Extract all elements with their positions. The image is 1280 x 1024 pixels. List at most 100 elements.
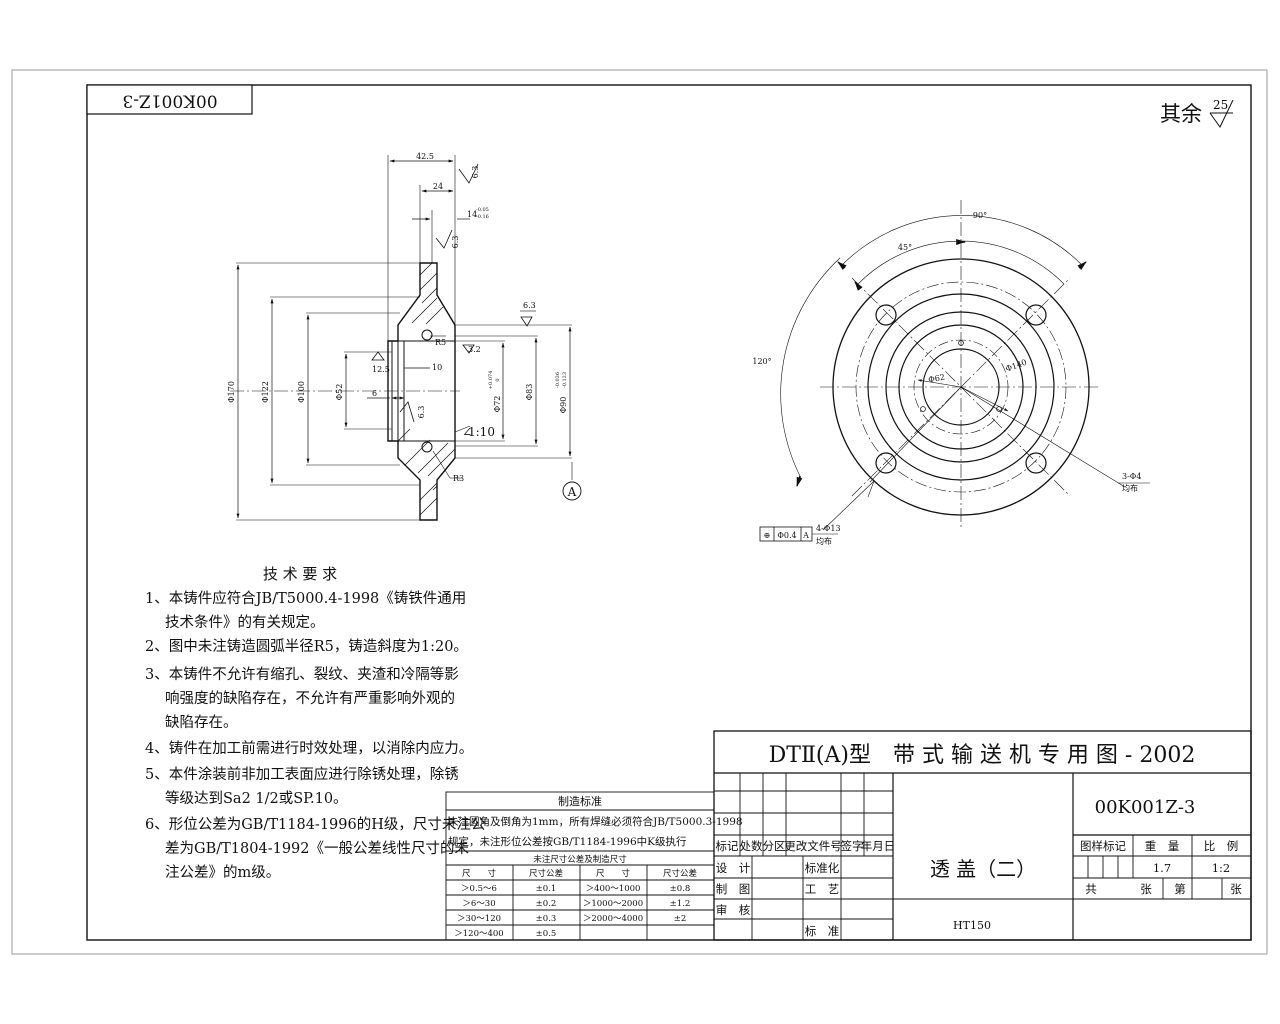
tech-line-12: 注公差》的m级。 <box>165 864 280 881</box>
dim-phi90-tol-lower: -0.123 <box>562 372 568 388</box>
title-drawing-no: 00K001Z-3 <box>1095 797 1196 818</box>
mfg-header-3: 尺 寸 <box>596 868 631 879</box>
roughness-3-2: 3.2 <box>468 345 481 354</box>
roughness-symbol <box>1209 99 1234 128</box>
role-standardization: 标准化 <box>805 861 840 875</box>
angle-90: 90° <box>973 211 987 220</box>
dim-phi140: Φ140 <box>1004 358 1028 374</box>
dim-phi90-tol-upper: -0.036 <box>555 372 561 388</box>
mfg-cell: ＞6～30 <box>462 899 495 909</box>
role-labels: 设 计 制 图 审 核 标准化 工 艺 标 准 <box>716 861 840 938</box>
sheet-no-label: 第 <box>1174 882 1186 896</box>
mfg-cell: ±2 <box>674 914 687 924</box>
section-view <box>230 155 582 521</box>
role-design: 设 计 <box>716 861 751 875</box>
section-label-a: A <box>567 485 577 499</box>
holes-3-label: 3-Φ4 <box>1122 472 1141 481</box>
info-scale: 1:2 <box>1212 861 1231 875</box>
dim-phi72-tol-lower: 0 <box>495 378 501 381</box>
dim-14-tol-upper: -0.05 <box>476 207 489 213</box>
plan-view <box>759 200 1150 542</box>
drawing-number-box: 00K001Z-3 <box>86 84 253 115</box>
roughness-12-5: 12.5 <box>372 365 390 374</box>
mfg-cell: ±1.2 <box>670 899 691 909</box>
position-tol-value: Φ0.4 <box>777 531 796 540</box>
tech-line-10: 6、形位公差为GB/T1184-1996的H级，尺寸未注公 <box>145 816 485 833</box>
dim-phi52: Φ52 <box>335 384 344 401</box>
mfg-line-1: 未注圆角及倒角为1mm，所有焊缝必须符合JB/T5000.3-1998 <box>448 815 743 828</box>
mfg-header-2: 尺寸公差 <box>529 868 563 879</box>
mfg-cell: ＞30～120 <box>457 914 501 924</box>
drawing-number-rotated: 00K001Z-3 <box>122 91 217 111</box>
tech-line-8: 5、本件涂装前非加工表面应进行除锈处理，除锈 <box>145 765 459 783</box>
bolt-hole-ll <box>875 452 897 474</box>
roughness-6-3-c: 6.3 <box>523 301 536 310</box>
roughness-6-3-b: 6.3 <box>451 236 460 249</box>
rev-header: 更改文件号 <box>784 839 842 853</box>
tech-line-7: 4、铸件在加工前需进行时效处理，以消除内应力。 <box>145 739 473 757</box>
dim-14: 14 <box>467 210 477 219</box>
mfg-header-1: 尺 寸 <box>462 868 497 879</box>
sheet-total-unit: 张 <box>1140 882 1152 896</box>
info-cells: 图样标记 重 量 比 例 1.7 1:2 共 张 第 张 <box>1080 839 1242 896</box>
rev-header: 分区 <box>763 839 786 853</box>
info-weight-header: 重 量 <box>1145 839 1180 853</box>
angle-45: 45° <box>898 243 912 252</box>
dim-phi62: Φ62 <box>928 373 946 385</box>
dim-phi72: Φ72 <box>493 396 502 413</box>
position-tol-datum: A <box>802 531 809 540</box>
holes-3-note: 均布 <box>1122 483 1138 493</box>
dim-phi83: Φ83 <box>525 384 534 401</box>
mfg-cell: ±0.2 <box>536 899 557 909</box>
dim-phi170: Φ170 <box>227 381 236 403</box>
inner-border <box>86 84 1252 941</box>
small-hole-top <box>958 340 964 346</box>
part-name: 透 盖（二） <box>930 857 1036 881</box>
roughness-note: 其余 25 <box>1160 98 1234 128</box>
mfg-cell: ＞0.5～6 <box>461 884 497 894</box>
mfg-cell: ±0.8 <box>670 884 691 894</box>
dim-phi90: Φ90 <box>559 397 568 414</box>
tech-line-6: 缺陷存在。 <box>165 714 238 731</box>
holes-4-label: 4-Φ13 <box>816 524 841 533</box>
mfg-header-4: 尺寸公差 <box>663 868 697 879</box>
roughness-label: 其余 <box>1160 102 1202 126</box>
outer-border <box>11 69 1268 955</box>
tech-line-2: 技术条件》的有关规定。 <box>165 614 325 631</box>
small-hole-left <box>920 406 926 412</box>
mfg-line-2: 规定，未注形位公差按GB/T1184-1996中K级执行 <box>448 835 687 848</box>
holes-4-note: 均布 <box>816 536 832 546</box>
mfg-cell: ＞120～400 <box>454 929 503 939</box>
dim-24: 24 <box>433 182 443 191</box>
mfg-cell: ±0.3 <box>536 914 557 924</box>
tech-line-1: 1、本铸件应符合JB/T5000.4-1998《铸铁件通用 <box>145 589 466 607</box>
tech-line-9: 等级达到Sa2 1/2或SP.10。 <box>165 789 348 807</box>
bolt-hole-ur <box>1025 304 1047 326</box>
dim-phi100: Φ100 <box>297 381 306 403</box>
tech-line-3: 2、图中未注铸造圆弧半径R5，铸造斜度为1:20。 <box>145 638 468 655</box>
roughness-6-3-a: 6.3 <box>471 166 480 179</box>
dim-taper: ∠ <box>462 425 472 439</box>
tech-title: 技 术 要 求 <box>263 565 337 583</box>
dim-10: 10 <box>432 363 442 372</box>
dim-phi122: Φ122 <box>261 381 270 403</box>
dim-6: 6 <box>372 389 377 398</box>
roughness-value: 25 <box>1213 98 1228 112</box>
plan-view-labels: 90° 45° 120° Φ62 Φ140 3-Φ4 均布 4-Φ13 均布 ⊕… <box>752 211 1141 546</box>
info-scale-header: 比 例 <box>1204 839 1239 853</box>
mfg-table: 尺 寸 尺寸公差 尺 寸 尺寸公差 ＞0.5～6 ±0.1 ＞400～1000 … <box>454 868 697 939</box>
mfg-title: 制造标准 <box>558 794 602 808</box>
role-draft: 制 图 <box>716 882 751 896</box>
rev-header: 处数 <box>740 839 763 853</box>
mfg-cell: ＞400～1000 <box>586 884 641 894</box>
info-weight: 1.7 <box>1153 861 1171 875</box>
info-mark-header: 图样标记 <box>1080 839 1126 853</box>
tech-line-5: 响强度的缺陷存在，不允许有严重影响外观的 <box>165 690 455 707</box>
sheet-no-unit: 张 <box>1230 882 1242 896</box>
sheet-total-label: 共 <box>1085 882 1097 896</box>
bolt-hole-lr <box>1025 452 1047 474</box>
section-a-marker <box>562 481 582 501</box>
title-block: DTⅡ(A)型 带 式 输 送 机 专 用 图 - 2002 00K001Z-3… <box>713 730 1252 941</box>
series-title: DTⅡ(A)型 带 式 输 送 机 专 用 图 - 2002 <box>769 743 1196 768</box>
